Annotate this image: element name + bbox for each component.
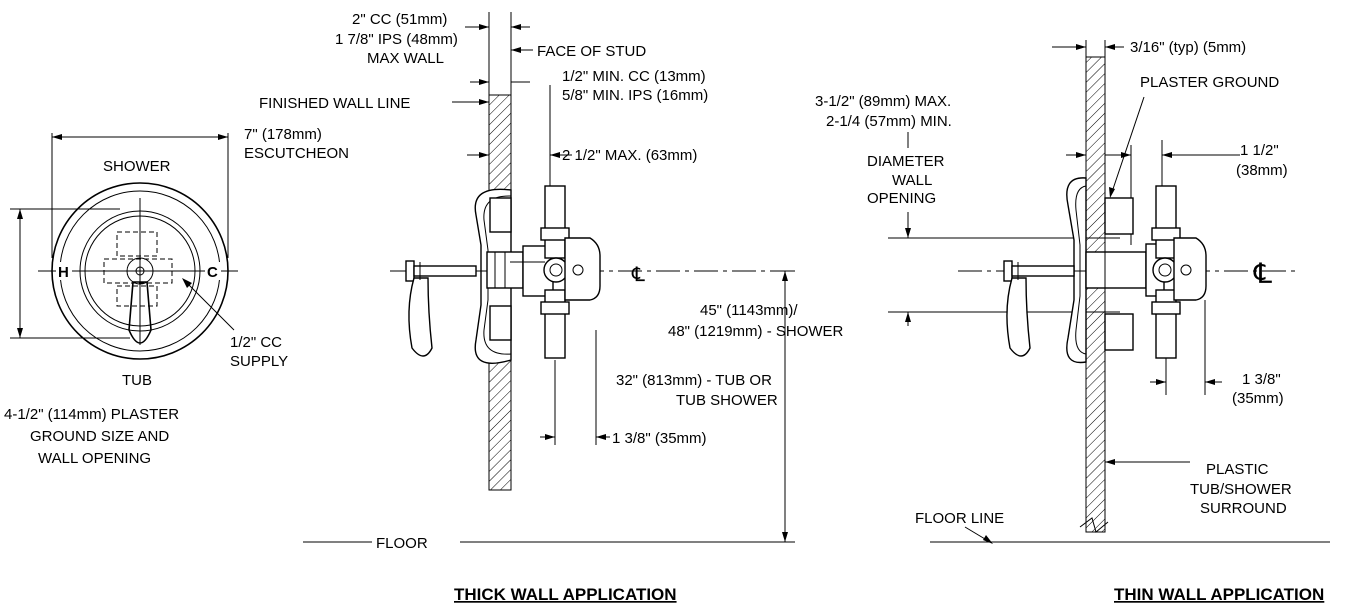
surround-line3: SURROUND [1200, 500, 1287, 517]
opening-line4: WALL [892, 172, 932, 189]
front-view: 7" (178mm) ESCUTCHEON SHOWER H C [4, 126, 349, 467]
centerline-symbol-thin: ℄ [1253, 258, 1272, 289]
opening-line1: 3-1/2" (89mm) MAX. [815, 93, 951, 110]
max-wall-line2: 1 7/8" IPS (48mm) [335, 31, 458, 48]
dim-1-3-8-line1: 1 3/8" [1242, 371, 1281, 388]
max-wall-line3: MAX WALL [367, 50, 444, 67]
plaster-label-line1: 4-1/2" (114mm) PLASTER [4, 406, 179, 423]
thin-wall-view: 3/16" (typ) (5mm) PLASTER GROUND 3-1/2" … [815, 39, 1330, 604]
hot-label: H [58, 264, 69, 281]
height-shower-line2: 48" (1219mm) - SHOWER [668, 323, 844, 340]
plaster-ground-label: PLASTER GROUND [1140, 74, 1279, 91]
escutcheon-dim-line1: 7" (178mm) [244, 126, 322, 143]
dim-1-5-line1: 1 1/2" [1240, 142, 1279, 159]
thick-wall-title: THICK WALL APPLICATION [454, 585, 677, 604]
typ-dim-label: 3/16" (typ) (5mm) [1130, 39, 1246, 56]
height-tub-line1: 32" (813mm) - TUB OR [616, 372, 772, 389]
opening-line3: DIAMETER [867, 153, 945, 170]
height-shower-line1: 45" (1143mm)/ [700, 302, 798, 319]
opening-line5: OPENING [867, 190, 936, 207]
cold-label: C [207, 264, 218, 281]
escutcheon-dim-line2: ESCUTCHEON [244, 145, 349, 162]
height-tub-line2: TUB SHOWER [676, 392, 778, 409]
min-cc-line1: 1/2" MIN. CC (13mm) [562, 68, 706, 85]
max-2-5-label: 2 1/2" MAX. (63mm) [562, 147, 697, 164]
tub-label: TUB [122, 372, 152, 389]
thick-wall-view: 2" CC (51mm) 1 7/8" IPS (48mm) MAX WALL … [259, 11, 844, 604]
surround-line2: TUB/SHOWER [1190, 481, 1292, 498]
plaster-label-line3: WALL OPENING [38, 450, 151, 467]
bottom-dim-label: 1 3/8" (35mm) [612, 430, 707, 447]
finished-wall-line-label: FINISHED WALL LINE [259, 95, 410, 112]
thin-wall-title: THIN WALL APPLICATION [1114, 585, 1324, 604]
min-cc-line2: 5/8" MIN. IPS (16mm) [562, 87, 708, 104]
dim-1-5-line2: (38mm) [1236, 162, 1288, 179]
centerline-symbol: ℄ [631, 264, 645, 286]
face-of-stud-label: FACE OF STUD [537, 43, 646, 60]
surround-line1: PLASTIC [1206, 461, 1269, 478]
supply-label-line2: SUPPLY [230, 353, 288, 370]
floor-label: FLOOR [376, 535, 428, 552]
opening-line2: 2-1/4 (57mm) MIN. [826, 113, 952, 130]
max-wall-line1: 2" CC (51mm) [352, 11, 447, 28]
dim-1-3-8-line2: (35mm) [1232, 390, 1284, 407]
floor-line-label: FLOOR LINE [915, 510, 1004, 527]
supply-label-line1: 1/2" CC [230, 334, 282, 351]
plaster-label-line2: GROUND SIZE AND [30, 428, 169, 445]
shower-label: SHOWER [103, 158, 171, 175]
